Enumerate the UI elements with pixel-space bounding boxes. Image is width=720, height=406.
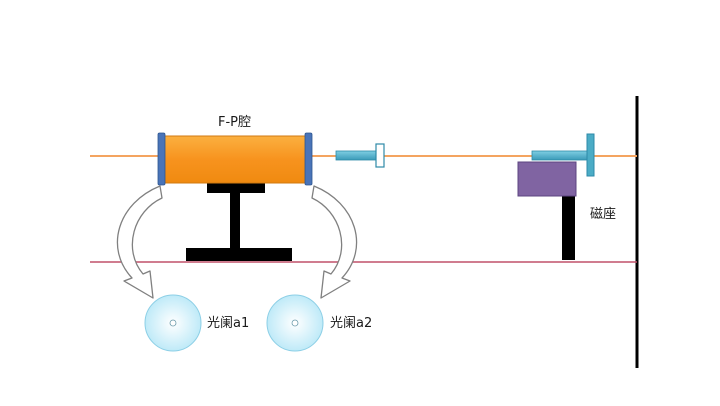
magnetic-base-block [517,161,577,197]
base-tube [531,133,595,177]
aperture-a1 [144,294,202,352]
fp-cavity [157,132,313,186]
magnetic-base-post [562,196,575,260]
arrow-right-icon [311,185,358,299]
cavity-mirror-right [304,132,313,186]
magnetic-base-label: 磁座 [590,207,617,222]
cavity-mount [186,183,292,261]
cavity-label: F-P腔 [218,115,252,130]
arrow-left-icon [116,185,163,299]
aperture-a2 [266,294,324,352]
alignment-tube [335,143,385,168]
aperture-a1-label: 光阑a1 [207,316,250,331]
cavity-mirror-left [157,132,166,186]
aperture-a2-label: 光阑a2 [330,316,373,331]
